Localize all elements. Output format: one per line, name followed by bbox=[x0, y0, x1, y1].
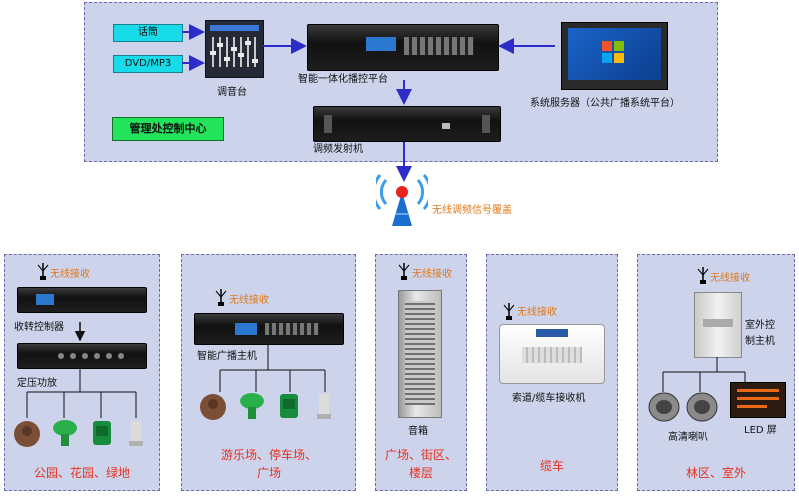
zone-cablecar-caption: 缆车 bbox=[539, 459, 564, 473]
garden-speaker-icon bbox=[280, 394, 298, 418]
mushroom-speaker-icon bbox=[53, 420, 77, 446]
led-screen-device bbox=[730, 382, 786, 418]
antenna-icon bbox=[398, 263, 410, 280]
zone-forest-device1-label: 室外控制主机 bbox=[745, 320, 775, 347]
antenna-icon bbox=[503, 303, 515, 320]
fm-transmitter-device bbox=[313, 106, 501, 142]
server-label: 系统服务器（公共广播系统平台） bbox=[530, 98, 680, 109]
mushroom-speaker-icon bbox=[240, 393, 264, 419]
zone-playground-wireless: 无线接收 bbox=[229, 295, 269, 306]
zone-playground-caption: 游乐场、停车场、广场 bbox=[220, 448, 317, 480]
zone-plaza-device1-label: 音箱 bbox=[408, 426, 428, 437]
rock-speaker-icon bbox=[14, 421, 40, 447]
rock-speaker-icon bbox=[200, 394, 226, 420]
lawn-speaker-icon bbox=[129, 421, 143, 446]
amplifier-device bbox=[17, 343, 147, 369]
lawn-speaker-icon bbox=[317, 394, 331, 419]
zone-forest-wireless: 无线接收 bbox=[710, 273, 750, 284]
zone-cablecar-wireless: 无线接收 bbox=[517, 307, 557, 318]
horn-speaker-icon bbox=[648, 392, 680, 422]
garden-speaker-icon bbox=[93, 421, 111, 445]
broadcast-controller-device bbox=[307, 24, 499, 71]
zone-playground-device1-label: 智能广播主机 bbox=[197, 351, 257, 362]
antenna-icon bbox=[215, 289, 227, 306]
zone-plaza-wireless: 无线接收 bbox=[412, 269, 452, 280]
system-server-device bbox=[561, 22, 668, 90]
controller-label: 智能一体化播控平台 bbox=[298, 74, 388, 85]
zone-park-caption: 公园、花园、绿地 bbox=[33, 466, 130, 480]
zone-plaza-caption: 广场、街区、楼层 bbox=[384, 448, 457, 480]
zone-park-device1-label: 收转控制器 bbox=[14, 322, 64, 333]
zone-forest-caption: 林区、室外 bbox=[685, 466, 746, 480]
antenna-icon bbox=[697, 267, 709, 284]
smart-host-device bbox=[194, 313, 344, 345]
zone-playground-panel bbox=[181, 254, 356, 491]
transmitter-label: 调频发射机 bbox=[313, 144, 363, 155]
zone-park-device2-label: 定压功放 bbox=[17, 378, 57, 389]
zone-forest-device2-label: 高清喇叭 bbox=[668, 432, 708, 443]
outdoor-control-host-device bbox=[694, 292, 742, 358]
zone-forest-device3-label: LED 屏 bbox=[744, 425, 777, 436]
coverage-label: 无线调频信号覆盖 bbox=[432, 205, 512, 216]
column-speaker-device bbox=[398, 290, 442, 418]
mixer-device bbox=[205, 20, 264, 78]
cablecar-receiver-device bbox=[499, 324, 605, 384]
mixer-faders-icon bbox=[210, 25, 259, 67]
mixer-label: 调音台 bbox=[217, 87, 247, 98]
zone-park-wireless: 无线接收 bbox=[50, 269, 90, 280]
horn-speaker-icon bbox=[686, 392, 718, 422]
fm-tower-icon bbox=[376, 174, 428, 226]
receiver-controller-device bbox=[17, 287, 147, 313]
antenna-icon bbox=[37, 263, 49, 280]
control-center-badge: 管理处控制中心 bbox=[112, 117, 224, 141]
zone-cablecar-device1-label: 索道/缆车接收机 bbox=[512, 393, 586, 404]
windows-logo-icon bbox=[602, 41, 624, 63]
